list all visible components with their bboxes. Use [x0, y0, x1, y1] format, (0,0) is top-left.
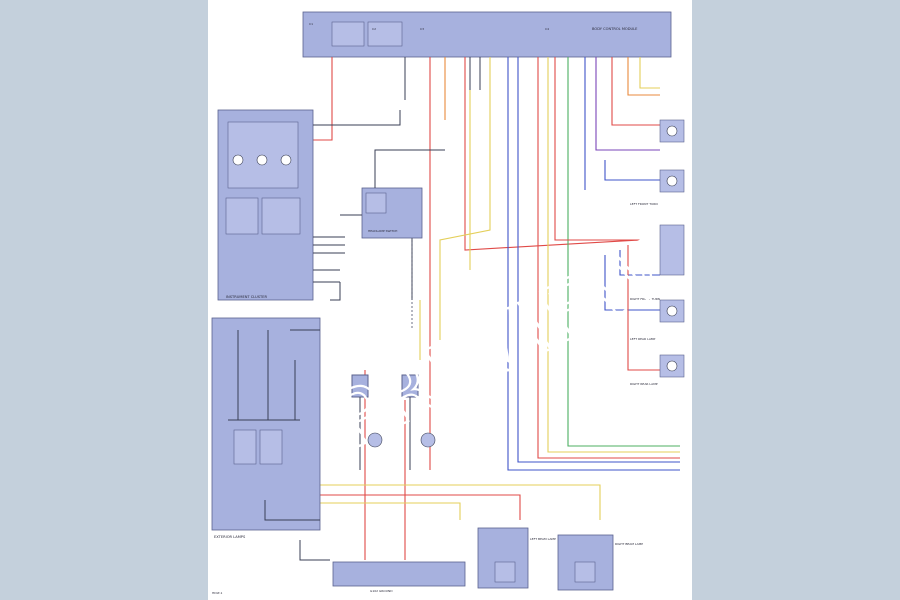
bottom-left-lamp-label: LEFT BEAM LAMP: [530, 537, 556, 541]
footer-code: HDLT-1: [212, 591, 222, 595]
ground-block: G102 GROUND: [332, 561, 466, 593]
bottom-lamps: LEFT BEAM LAMP RIGHT BEAM LAMP: [477, 527, 643, 591]
right-label-c: LEFT REAR LAMP: [630, 337, 655, 341]
ground-label: G102 GROUND: [370, 589, 393, 593]
right-label-b: RIGHT FRONT TURN: [630, 297, 660, 301]
left-panel-wires: [228, 329, 330, 561]
center-switches: [351, 374, 419, 470]
center-lamps: [367, 432, 436, 448]
connector-label-c1: C1: [309, 22, 313, 26]
instrument-cluster: INSTRUMENT CLUSTER: [217, 109, 314, 301]
signal-wires: [308, 57, 680, 560]
bottom-right-lamp-label: RIGHT BEAM LAMP: [615, 542, 643, 546]
right-label-d: RIGHT REAR LAMP: [630, 382, 658, 386]
switch-wires: [340, 149, 445, 300]
cluster-wires: [313, 110, 401, 301]
right-components: LEFT FRONT TURN RIGHT FRONT TURN LEFT RE…: [630, 119, 685, 386]
connector-label-c4: C4: [545, 27, 549, 31]
connector-label-c2: C2: [372, 27, 376, 31]
exterior-lamps-panel: EXTERIOR LAMPS: [211, 317, 321, 539]
connector-label-c3: C3: [420, 27, 424, 31]
left-panel-label: EXTERIOR LAMPS: [214, 535, 246, 539]
switch-label: HEADLAMP SWITCH: [368, 229, 397, 233]
cluster-label: INSTRUMENT CLUSTER: [226, 295, 267, 299]
right-label-a: LEFT FRONT TURN: [630, 202, 658, 206]
headlamp-switch: HEADLAMP SWITCH: [361, 187, 423, 239]
main-module: BODY CONTROL MODULE C1 C2 C3 C4: [302, 11, 672, 58]
main-module-label: BODY CONTROL MODULE: [592, 27, 638, 31]
